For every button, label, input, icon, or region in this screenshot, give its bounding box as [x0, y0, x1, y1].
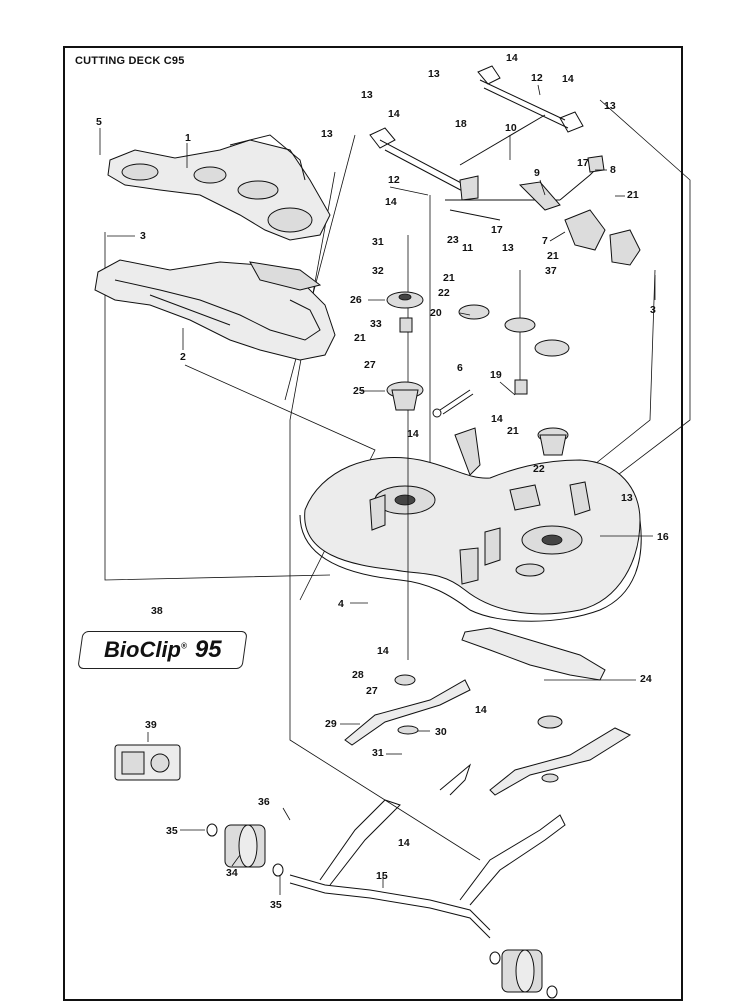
part-label: 21 [354, 332, 366, 344]
pulley-stack-left [386, 235, 424, 686]
part-label: 14 [385, 196, 397, 208]
part-label: 14 [407, 428, 419, 440]
part-label: 13 [621, 492, 633, 504]
part-label: 14 [388, 108, 400, 120]
cutting-blades [344, 679, 632, 796]
part-label: 21 [443, 272, 455, 284]
part-label: 36 [258, 796, 270, 808]
part-label: 23 [447, 234, 459, 246]
part-label: 12 [388, 174, 400, 186]
part-label: 13 [361, 89, 373, 101]
logo-mark: ® [180, 641, 187, 651]
part-label: 13 [428, 68, 440, 80]
logo-brand: BioClip [103, 637, 181, 662]
part-label: 3 [650, 304, 656, 316]
part-label: 34 [226, 867, 238, 879]
part-label: 21 [507, 425, 519, 437]
part-label: 22 [533, 463, 545, 475]
part-label: 25 [353, 385, 365, 397]
tension-spring-part [432, 389, 474, 418]
part-label: 21 [627, 189, 639, 201]
part-label: 14 [562, 73, 574, 85]
bioclip-95-logo: BioClip® 95 [77, 631, 248, 669]
part-label: 33 [370, 318, 382, 330]
part-label: 27 [366, 685, 378, 697]
part-label: 35 [270, 899, 282, 911]
part-label: 27 [364, 359, 376, 371]
part-label: 14 [491, 413, 503, 425]
part-label: 2 [180, 351, 186, 363]
part-label: 29 [325, 718, 337, 730]
part-label: 38 [151, 605, 163, 617]
part-label: 21 [547, 250, 559, 262]
part-label: 3 [140, 230, 146, 242]
part-label: 14 [377, 645, 389, 657]
diagram-title: CUTTING DECK C95 [75, 55, 185, 67]
part-label: 22 [438, 287, 450, 299]
part-label: 30 [435, 726, 447, 738]
top-cover-part [107, 134, 331, 241]
belt-guard-part [461, 627, 606, 681]
part-label: 24 [640, 673, 652, 685]
part-label: 17 [577, 157, 589, 169]
part-label: 1 [185, 132, 191, 144]
part-label: 16 [657, 531, 669, 543]
part-label: 13 [321, 128, 333, 140]
part-label: 26 [350, 294, 362, 306]
part-label: 32 [372, 265, 384, 277]
part-label: 28 [352, 669, 364, 681]
lift-arms-part [369, 65, 641, 266]
label-leader-lines [99, 84, 656, 895]
part-label: 31 [372, 747, 384, 759]
warning-sticker [114, 744, 181, 781]
part-label: 9 [534, 167, 540, 179]
part-label: 11 [462, 242, 473, 254]
part-label: 14 [506, 52, 518, 64]
part-label: 13 [502, 242, 514, 254]
part-label: 7 [542, 235, 548, 247]
part-label: 13 [604, 100, 616, 112]
rollers [206, 823, 558, 999]
diagram-frame [63, 46, 683, 1001]
part-label: 15 [376, 870, 388, 882]
deck-frame-part [94, 259, 336, 361]
part-label: 19 [490, 369, 502, 381]
part-label: 5 [96, 116, 102, 128]
part-label: 8 [610, 164, 616, 176]
roller-frame-part [289, 763, 566, 939]
pulley-stack-right [458, 270, 570, 456]
part-label: 14 [398, 837, 410, 849]
part-label: 18 [455, 118, 467, 130]
part-label: 20 [430, 307, 442, 319]
part-label: 17 [491, 224, 503, 236]
part-label: 35 [166, 825, 178, 837]
part-label: 39 [145, 719, 157, 731]
part-label: 6 [457, 362, 463, 374]
part-label: 10 [505, 122, 517, 134]
part-number-labels: 1 2 3 3 4 5 6 7 8 9 10 11 12 12 13 13 13… [96, 52, 669, 911]
part-label: 37 [545, 265, 557, 277]
part-label: 14 [475, 704, 487, 716]
part-label: 31 [372, 236, 384, 248]
part-label: 4 [338, 598, 344, 610]
logo-model: 95 [194, 636, 222, 663]
cutting-deck-housing [299, 427, 642, 622]
part-label: 12 [531, 72, 543, 84]
